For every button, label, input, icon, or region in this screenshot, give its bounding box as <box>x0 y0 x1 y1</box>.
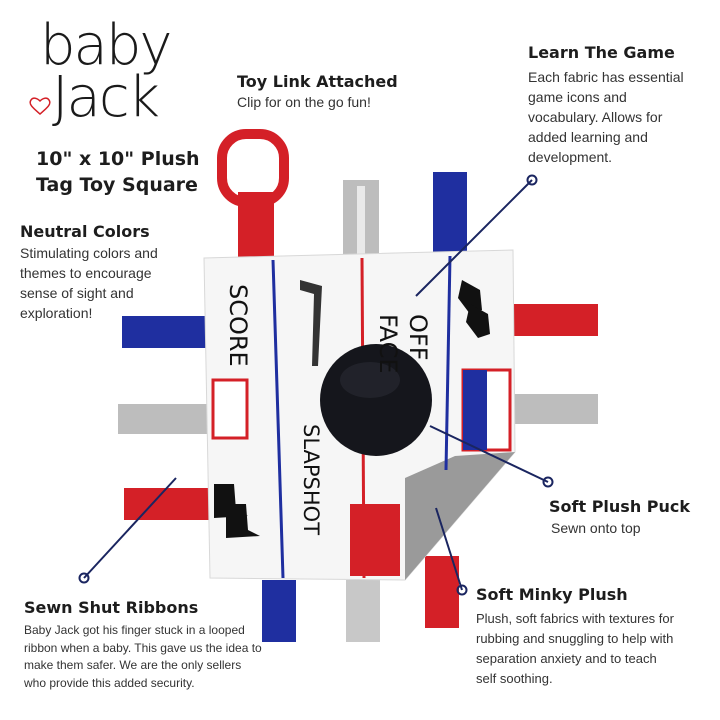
pointer-minky-dot <box>456 584 468 596</box>
ribbon-bottom-gray <box>346 580 380 642</box>
pointer-learn-dot <box>526 174 538 186</box>
feature-ribbons-title: Sewn Shut Ribbons <box>24 598 199 617</box>
feature-neutral-title: Neutral Colors <box>20 222 150 241</box>
product-title-line1: 10" x 10" Plush <box>36 148 200 170</box>
pointer-puck-line <box>429 425 549 483</box>
toy-text-face: FACE <box>374 314 402 374</box>
ribbon-top-blue <box>433 172 467 260</box>
feature-minky-desc: Plush, soft fabrics with textures for ru… <box>476 611 674 686</box>
pointer-ribbons-dot <box>78 572 90 584</box>
ribbon-right-red <box>508 304 598 336</box>
pointer-puck-dot <box>542 476 554 488</box>
pointer-ribbons-line <box>83 477 177 579</box>
ribbon-left-blue <box>122 316 208 348</box>
toy-text-off: OFF <box>404 314 432 361</box>
logo-jack: Jack <box>52 65 160 130</box>
logo-baby: baby <box>40 13 173 78</box>
feature-learn-title: Learn The Game <box>528 43 675 62</box>
toy-text-score: SCORE <box>224 284 252 367</box>
ribbon-top-left-red <box>238 192 274 260</box>
feature-puck-title: Soft Plush Puck <box>549 497 691 516</box>
minky-corner <box>405 452 515 580</box>
hockey-stick-icon <box>300 280 322 366</box>
feature-toy-link-desc: Clip for on the go fun! <box>237 94 371 110</box>
product-title-line2: Tag Toy Square <box>36 174 198 196</box>
goal-net-left <box>211 378 249 440</box>
ribbon-right-gray <box>508 394 598 424</box>
pointer-minky-line <box>435 507 463 591</box>
ribbon-bottom-red <box>425 556 459 628</box>
feature-minky-title: Soft Minky Plush <box>476 585 628 604</box>
feature-ribbons-desc: Baby Jack got his finger stuck in a loop… <box>24 623 262 690</box>
toy-text-slapshot: SLAPSHOT <box>299 424 323 535</box>
ribbon-left-red <box>124 488 212 520</box>
skates-icon-right <box>458 280 490 338</box>
pointer-learn-line <box>415 179 533 297</box>
feature-learn-desc: Each fabric has essential game icons and… <box>528 69 684 165</box>
feature-toy-link-title: Toy Link Attached <box>237 72 398 91</box>
ribbon-left-gray <box>118 404 210 434</box>
feature-puck-desc: Sewn onto top <box>551 520 641 536</box>
ribbon-bottom-blue <box>262 580 296 642</box>
toy-link-ring <box>217 129 289 207</box>
feature-neutral-desc: Stimulating colors and themes to encoura… <box>20 245 158 321</box>
skates-icon-left <box>214 484 260 538</box>
